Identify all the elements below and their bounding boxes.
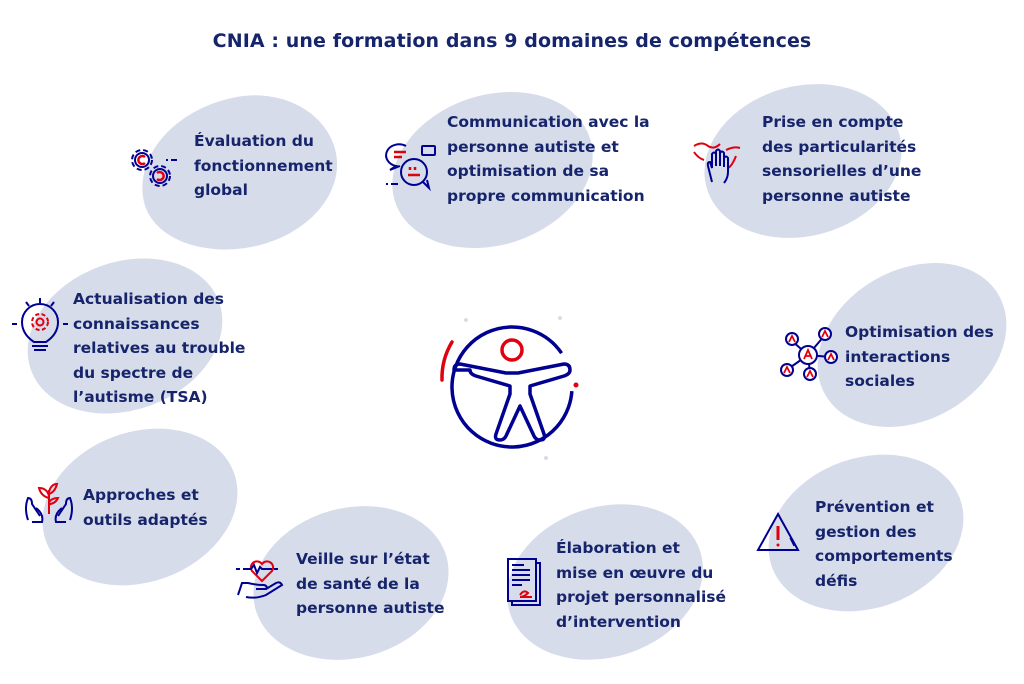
label-line: mise en œuvre du <box>556 563 714 582</box>
label-line: relatives au trouble <box>73 339 246 357</box>
hand-sensory-icon <box>690 138 750 188</box>
document-signature-icon <box>502 555 542 607</box>
label-line: d’intervention <box>556 612 681 631</box>
label-line: outils adaptés <box>83 510 208 529</box>
speech-bubbles-icon <box>384 140 440 192</box>
label-line: du spectre de <box>73 363 194 382</box>
label-line: projet personnalisé <box>556 588 727 606</box>
label-line: global <box>194 181 248 199</box>
label-line: de santé de la <box>296 574 420 593</box>
label-line: Optimisation des <box>845 323 994 341</box>
domain-label-communication: Communication avec la personne autiste e… <box>447 110 650 208</box>
label-line: Prévention et <box>815 498 934 516</box>
label-line: interactions <box>845 347 951 366</box>
lightbulb-gear-icon <box>12 296 72 358</box>
label-line: Communication avec la <box>447 113 650 131</box>
label-line: connaissances <box>73 314 200 333</box>
hands-plant-icon <box>22 480 78 526</box>
label-line: Actualisation des <box>73 290 225 308</box>
label-line: comportements <box>815 547 953 565</box>
label-line: Prise en compte <box>762 113 904 131</box>
domain-label-project: Élaboration et mise en œuvre du projet p… <box>556 536 726 634</box>
domain-label-social: Optimisation des interactions sociales <box>845 320 994 394</box>
label-line: l’autisme (TSA) <box>73 388 208 406</box>
label-line: sociales <box>845 372 915 390</box>
label-line: optimisation de sa <box>447 162 610 180</box>
label-line: Élaboration et <box>556 539 680 557</box>
label-line: des particularités <box>762 137 917 156</box>
label-line: gestion des <box>815 522 917 541</box>
gears-icon <box>124 143 184 197</box>
label-line: propre communication <box>447 186 645 205</box>
domain-label-evaluation: Évaluation du fonctionnement global <box>194 129 333 203</box>
warning-triangle-icon <box>756 511 802 556</box>
domain-label-health: Veille sur l’état de santé de la personn… <box>296 547 444 621</box>
domain-label-knowledge: Actualisation des connaissances relative… <box>73 287 245 410</box>
label-line: Évaluation du <box>194 132 314 150</box>
network-people-icon <box>778 325 840 383</box>
label-line: Veille sur l’état <box>296 550 430 568</box>
hand-heart-icon <box>234 555 290 605</box>
label-line: Approches et <box>83 486 199 504</box>
diagram-title: CNIA : une formation dans 9 domaines de … <box>212 30 812 52</box>
label-line: défis <box>815 571 858 590</box>
domain-label-prevention: Prévention et gestion des comportements … <box>815 495 953 593</box>
label-line: personne autiste <box>762 186 911 205</box>
label-line: sensorielles d’une <box>762 162 922 180</box>
label-line: personne autiste et <box>447 137 619 156</box>
domain-label-sensory: Prise en compte des particularités senso… <box>762 110 921 208</box>
domain-label-approaches: Approches et outils adaptés <box>83 483 208 532</box>
label-line: personne autiste <box>296 599 445 617</box>
universal-access-person-icon <box>432 310 592 460</box>
label-line: fonctionnement <box>194 156 333 175</box>
